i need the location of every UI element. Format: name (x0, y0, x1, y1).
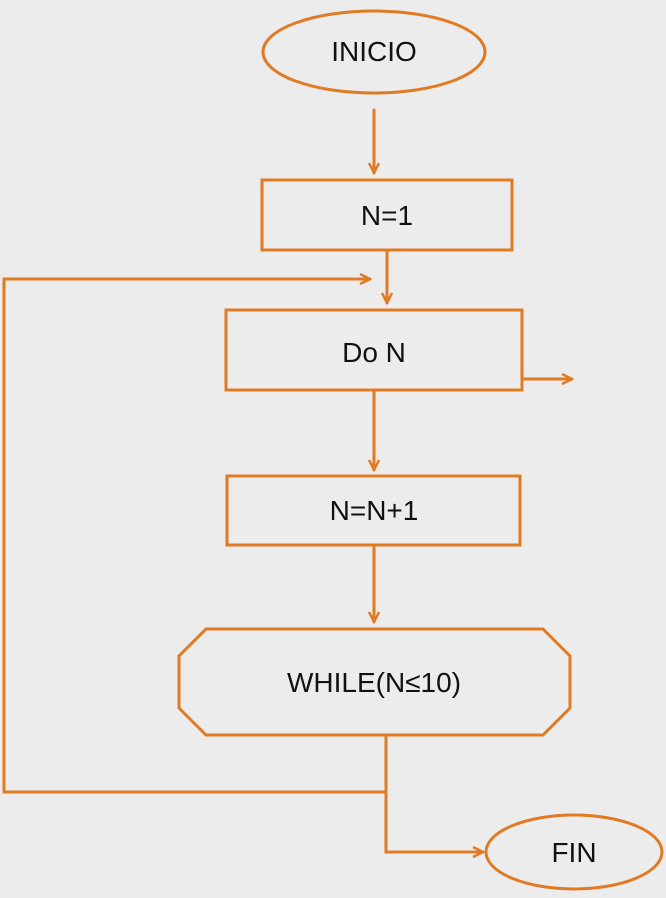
condition-label: WHILE(N≤10) (287, 667, 461, 698)
increment-process-box (225, 474, 522, 547)
start-terminal (261, 9, 487, 95)
arrow-condition-to-end (384, 733, 485, 852)
condition-loop-box (177, 627, 572, 737)
increment-label: N=N+1 (330, 495, 419, 526)
end-label: FIN (551, 837, 596, 868)
body-process-box (224, 308, 524, 392)
end-terminal (484, 813, 664, 891)
start-label: INICIO (331, 36, 417, 67)
init-process-box (260, 178, 514, 252)
init-label: N=1 (361, 200, 413, 231)
body-label: Do N (342, 337, 406, 368)
loop-back-line (2, 279, 388, 794)
